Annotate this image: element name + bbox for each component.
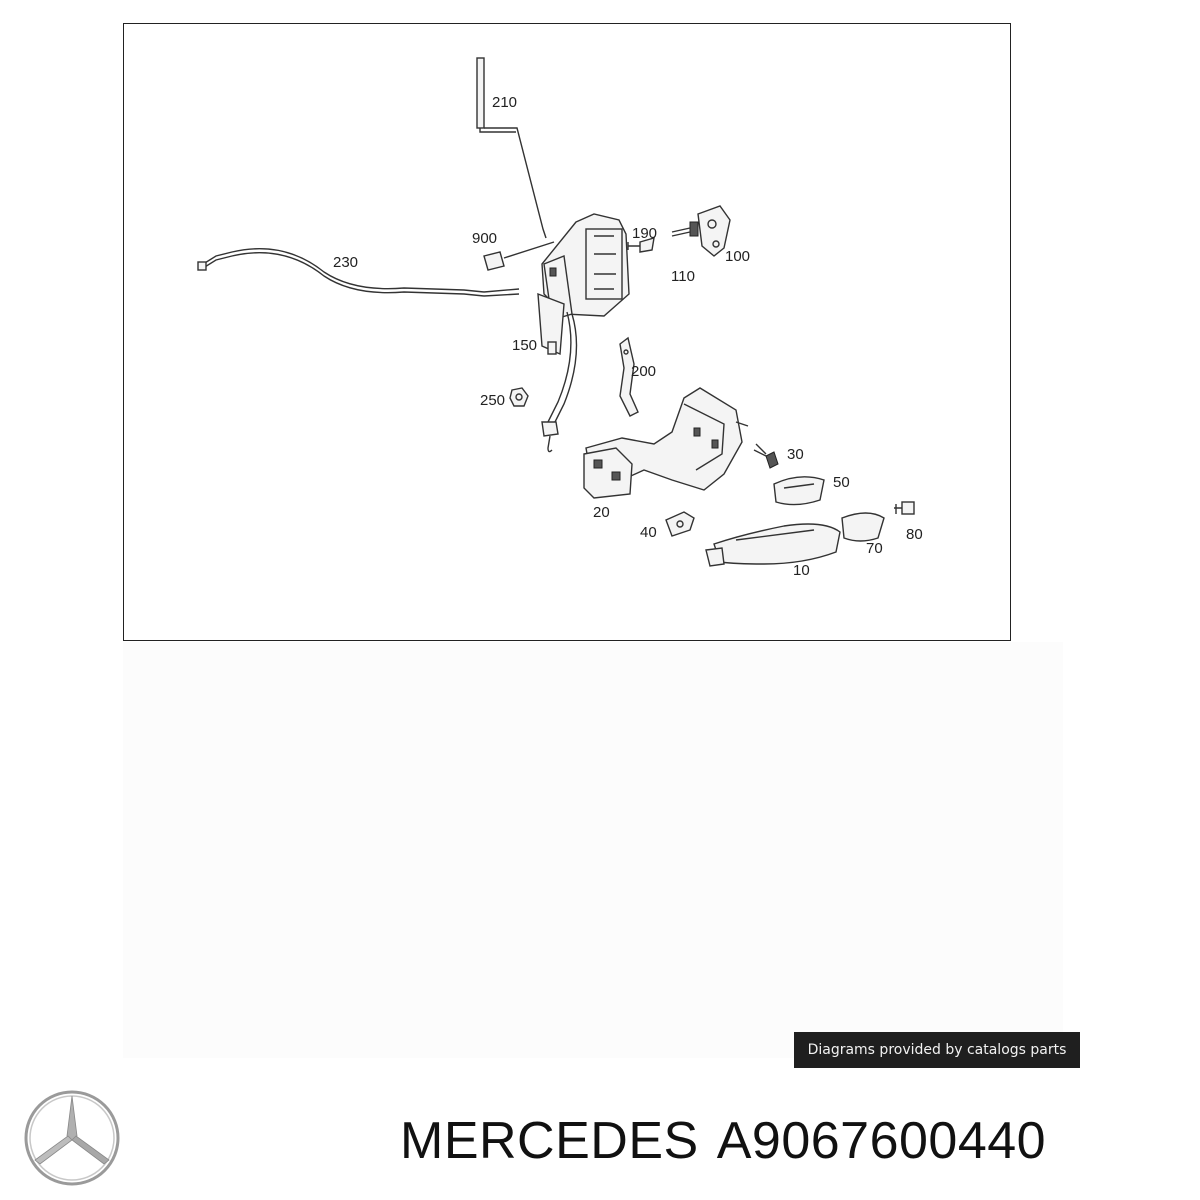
callout-40: 40	[640, 524, 657, 541]
part-150-cable	[541, 311, 578, 453]
part-20-handle-carrier	[583, 387, 749, 499]
diagram-credit-badge: Diagrams provided by catalogs parts	[794, 1032, 1080, 1068]
exploded-view-drawing: 210 900 190 100 110 230 150 200 250 30 5…	[197, 57, 923, 579]
part-70-end-cap	[841, 512, 885, 542]
part-200-bracket	[619, 336, 639, 417]
callout-50: 50	[833, 474, 850, 491]
background-panel	[123, 642, 1063, 1058]
callout-900: 900	[472, 230, 497, 247]
callout-200: 200	[631, 363, 656, 380]
callout-10: 10	[793, 562, 810, 579]
part-40-cap	[665, 511, 695, 537]
callout-100: 100	[725, 248, 750, 265]
part-100-striker	[697, 205, 731, 257]
part-50-cap	[773, 476, 825, 506]
callout-20: 20	[593, 504, 610, 521]
part-230-cable	[197, 248, 520, 297]
part-30-screw	[753, 443, 779, 469]
part-210-lock-rod	[476, 57, 547, 239]
callout-250: 250	[480, 392, 505, 409]
brand-name: MERCEDES	[400, 1112, 699, 1170]
part-number: A9067600440	[716, 1112, 1047, 1170]
callout-80: 80	[906, 526, 923, 543]
callout-210: 210	[492, 94, 517, 111]
parts-diagram: 210 900 190 100 110 230 150 200 250 30 5…	[123, 23, 1011, 641]
callout-30: 30	[787, 446, 804, 463]
part-lock-body	[537, 213, 630, 356]
part-190-screw	[627, 237, 655, 253]
callout-190: 190	[632, 225, 657, 242]
part-80-bolt	[894, 501, 915, 515]
callout-150: 150	[512, 337, 537, 354]
part-250-nut	[509, 387, 529, 407]
callout-230: 230	[333, 254, 358, 271]
callout-110: 110	[671, 268, 695, 285]
part-10-handle	[705, 523, 841, 567]
part-caption: MERCEDES A9067600440	[400, 1106, 1190, 1176]
part-110-bolt	[671, 221, 699, 237]
part-900-clip	[483, 241, 555, 271]
callout-70: 70	[866, 540, 883, 557]
mercedes-star-icon	[22, 1088, 122, 1193]
